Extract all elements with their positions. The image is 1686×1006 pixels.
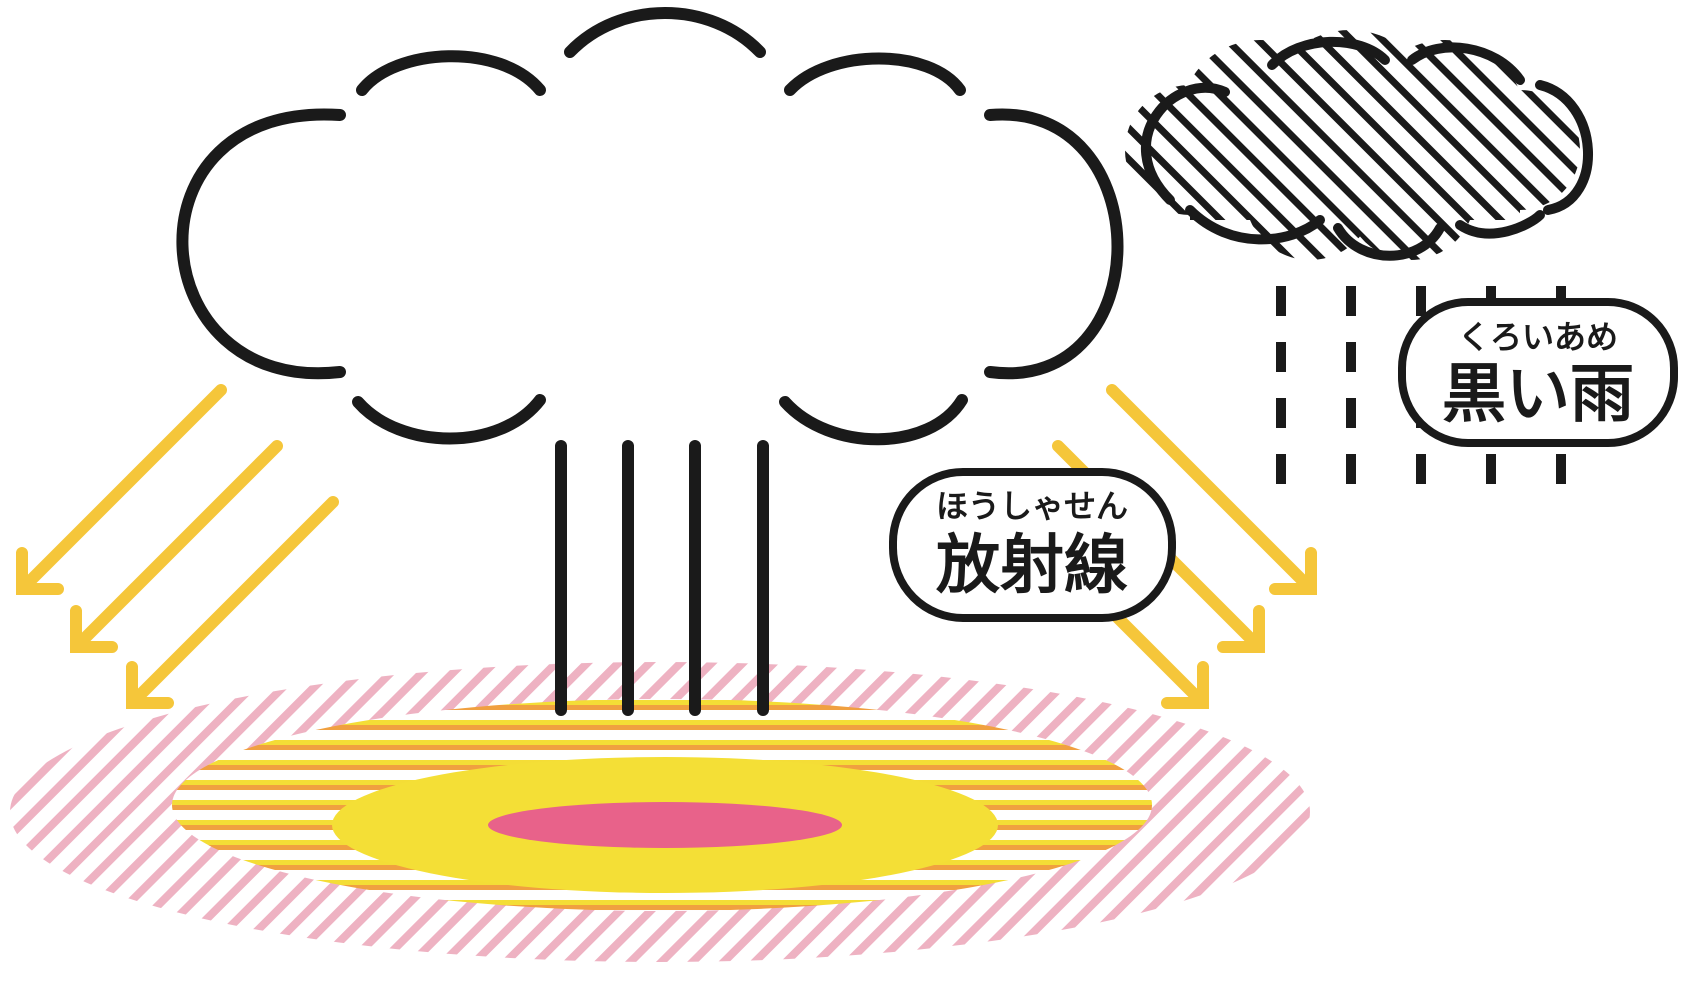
radiation-label-ruby: ほうしゃせん bbox=[936, 487, 1128, 525]
black-rain-label-box bbox=[1398, 298, 1678, 447]
radiation-label-box bbox=[889, 468, 1176, 622]
radiation-label: ほうしゃせん 放射線 bbox=[889, 468, 1176, 622]
radiation-arrow-right-1 bbox=[1106, 384, 1317, 595]
black-rain-label-text: 黒い雨 bbox=[1442, 358, 1634, 432]
mushroom-cloud-icon bbox=[176, 7, 1124, 716]
radiation-arrow-left-1 bbox=[16, 384, 227, 595]
black-rain-label: くろいあめ 黒い雨 bbox=[1398, 298, 1678, 447]
radiation-arrow-left-3 bbox=[126, 496, 339, 709]
black-rain-label-ruby: くろいあめ bbox=[1458, 318, 1618, 356]
rain-cloud-icon bbox=[1125, 30, 1593, 261]
radiation-arrow-left-2 bbox=[70, 440, 283, 653]
radiation-label-text: 放射線 bbox=[936, 529, 1128, 603]
core-zone bbox=[488, 802, 842, 848]
damage-zones bbox=[10, 662, 1310, 962]
